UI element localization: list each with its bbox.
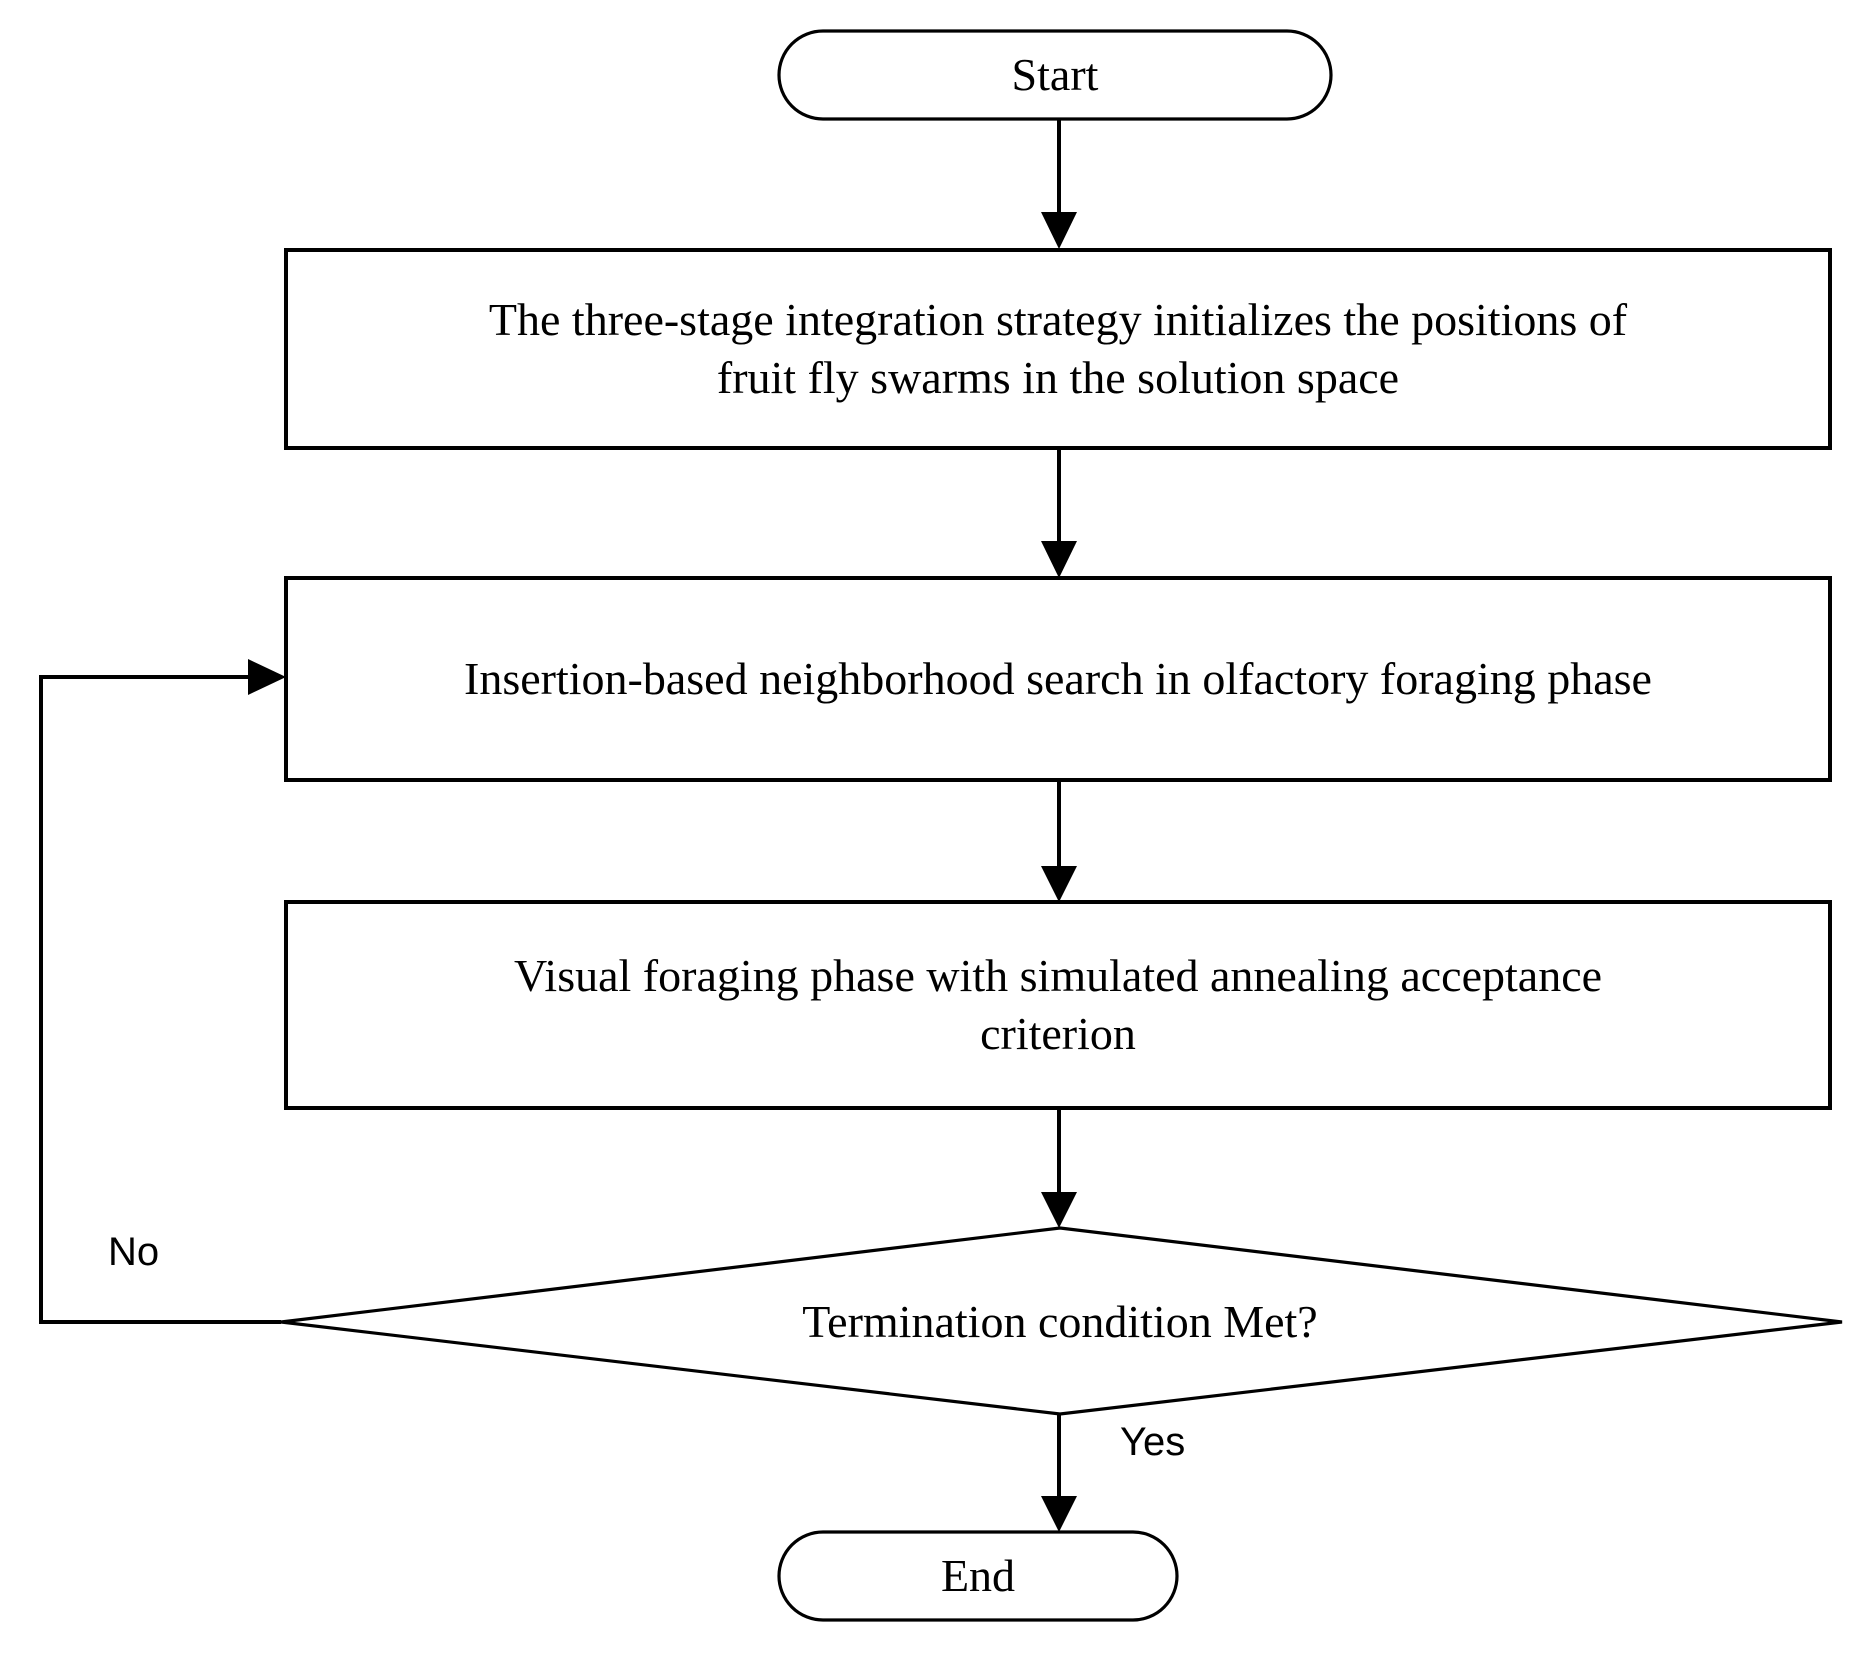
decision-node-shape[interactable] bbox=[280, 1226, 1843, 1416]
visual-node-shape[interactable] bbox=[284, 900, 1832, 1110]
end-node-shape[interactable] bbox=[777, 1530, 1179, 1622]
arrow-head-decision-to-end bbox=[1041, 1496, 1077, 1532]
edge-decision-no-loop bbox=[39, 675, 281, 1324]
arrow-head-olfactory-to-visual bbox=[1041, 866, 1077, 902]
arrow-head-visual-to-decision bbox=[1041, 1192, 1077, 1228]
arrow-head-start-to-initialize bbox=[1041, 212, 1077, 249]
olfactory-node-shape[interactable] bbox=[284, 576, 1832, 782]
start-node-shape[interactable] bbox=[777, 29, 1333, 121]
arrow-head-no-loop-to-olfactory bbox=[248, 659, 286, 695]
arrow-head-initialize-to-olfactory bbox=[1041, 541, 1077, 578]
initialize-node-shape[interactable] bbox=[284, 248, 1832, 450]
